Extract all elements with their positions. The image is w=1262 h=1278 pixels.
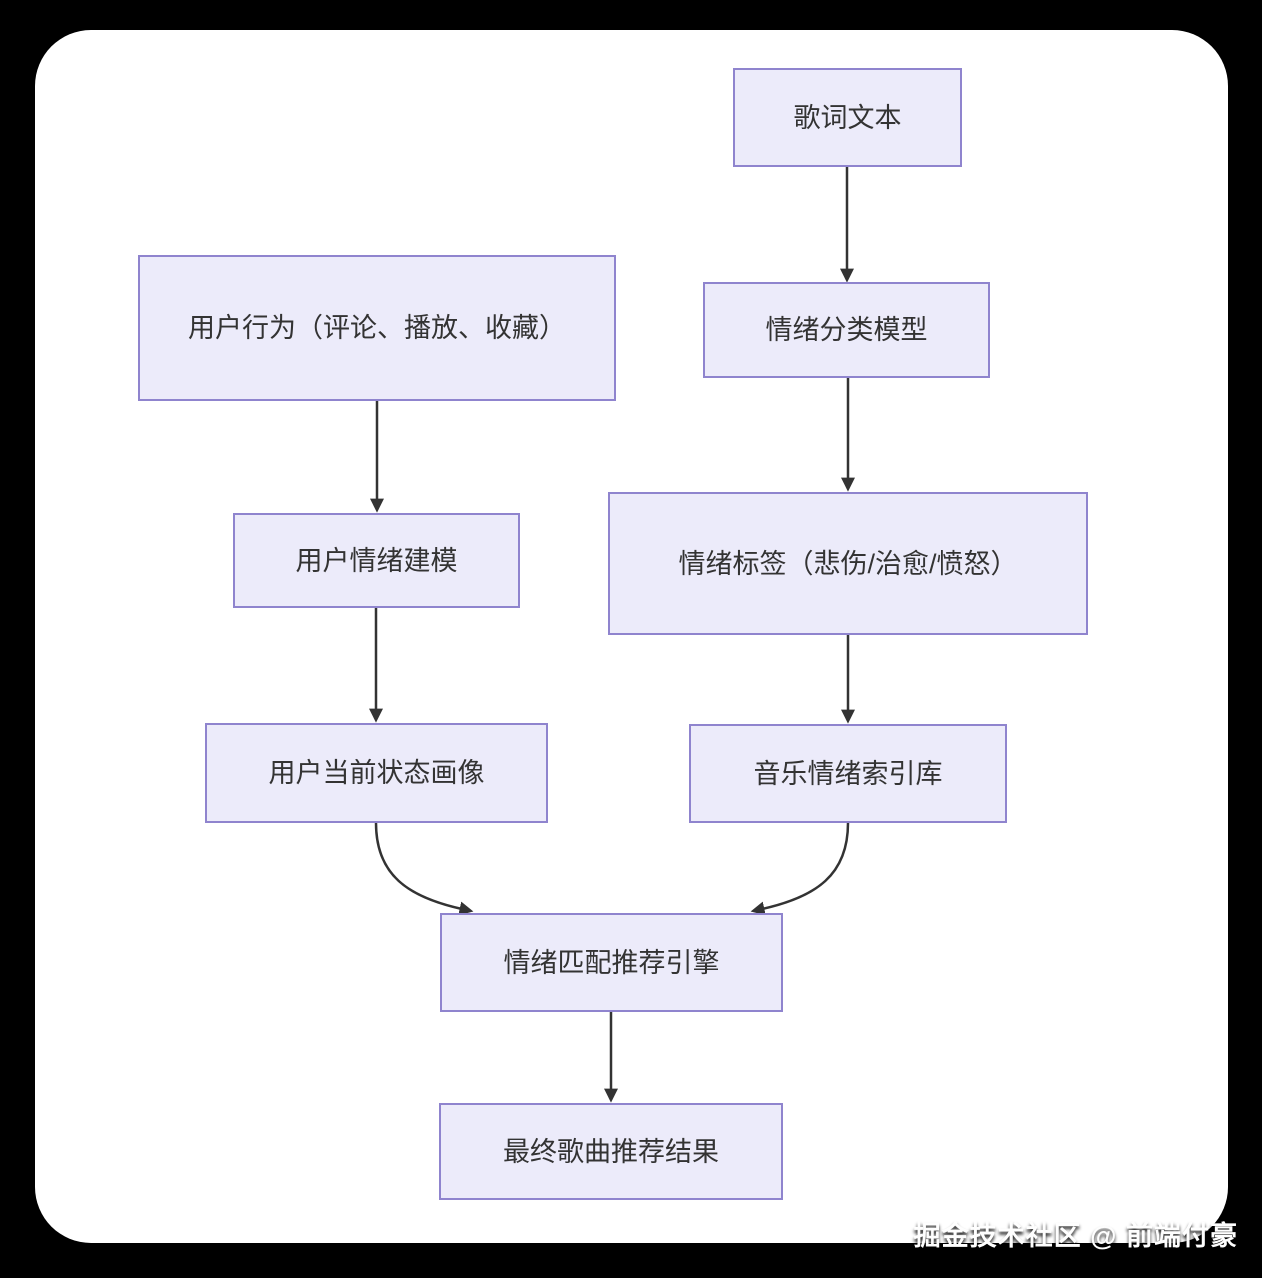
- node-music-emotion-index: 音乐情绪索引库: [689, 724, 1007, 823]
- node-emotion-classifier: 情绪分类模型: [703, 282, 990, 378]
- node-final-recommendation-label: 最终歌曲推荐结果: [503, 1136, 719, 1167]
- watermark: 掘金技术社区 @ 前端付豪: [913, 1221, 1238, 1251]
- node-music-emotion-index-label: 音乐情绪索引库: [753, 758, 943, 789]
- node-user-state-profile-label: 用户当前状态画像: [268, 758, 485, 788]
- node-emotion-labels-label: 情绪标签（悲伤/治愈/愤怒）: [678, 548, 1018, 579]
- node-final-recommendation: 最终歌曲推荐结果: [439, 1103, 783, 1200]
- node-user-state-profile: 用户当前状态画像: [205, 723, 548, 823]
- node-user-emotion-modeling: 用户情绪建模: [233, 513, 520, 608]
- diagram-canvas: [35, 30, 1228, 1243]
- node-lyrics-text-label: 歌词文本: [793, 102, 902, 133]
- node-matching-engine: 情绪匹配推荐引擎: [440, 913, 783, 1012]
- node-user-behavior: 用户行为（评论、播放、收藏）: [138, 255, 616, 401]
- node-lyrics-text: 歌词文本: [733, 68, 962, 167]
- node-matching-engine-label: 情绪匹配推荐引擎: [503, 947, 720, 978]
- node-user-emotion-modeling-label: 用户情绪建模: [295, 545, 458, 576]
- node-user-behavior-label: 用户行为（评论、播放、收藏）: [188, 313, 566, 343]
- node-emotion-labels: 情绪标签（悲伤/治愈/愤怒）: [608, 492, 1088, 635]
- node-emotion-classifier-label: 情绪分类模型: [765, 315, 928, 345]
